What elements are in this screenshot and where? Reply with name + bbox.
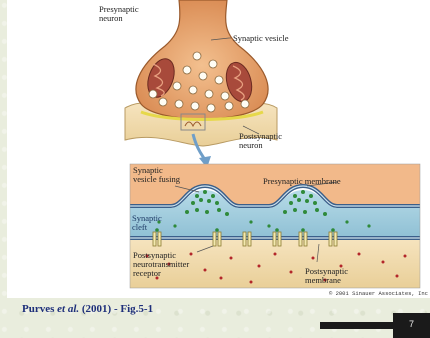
citation: Purves et al. (2001) - Fig.5-1 bbox=[22, 303, 153, 315]
label-synaptic-vesicle: Synaptic vesicle bbox=[233, 34, 288, 43]
presynaptic-terminal bbox=[125, 0, 277, 146]
label-synaptic-cleft: Synaptic cleft bbox=[132, 214, 162, 232]
citation-suffix: (2001) - Fig.5-1 bbox=[79, 303, 153, 315]
label-synaptic-vesicle-fusing: Synaptic vesicle fusing bbox=[133, 166, 180, 184]
synapse-illustration bbox=[7, 0, 430, 298]
citation-etal: et al. bbox=[57, 303, 79, 315]
page-number: 7 bbox=[393, 313, 430, 338]
label-postsynaptic-receptor: Postsynaptic neurotransmitter receptor bbox=[133, 251, 189, 278]
copyright-notice: © 2001 Sinauer Associates, Inc bbox=[329, 290, 428, 297]
label-postsynaptic-membrane: Postsynaptic membrane bbox=[305, 267, 348, 285]
label-presynaptic-neuron: Presynaptic neuron bbox=[99, 5, 139, 23]
synapse-figure: Presynaptic neuron Synaptic vesicle Post… bbox=[7, 0, 430, 298]
label-presynaptic-membrane: Presynaptic membrane bbox=[263, 177, 341, 186]
label-postsynaptic-neuron: Postsynaptic neuron bbox=[239, 132, 282, 150]
citation-prefix: Purves bbox=[22, 303, 57, 315]
